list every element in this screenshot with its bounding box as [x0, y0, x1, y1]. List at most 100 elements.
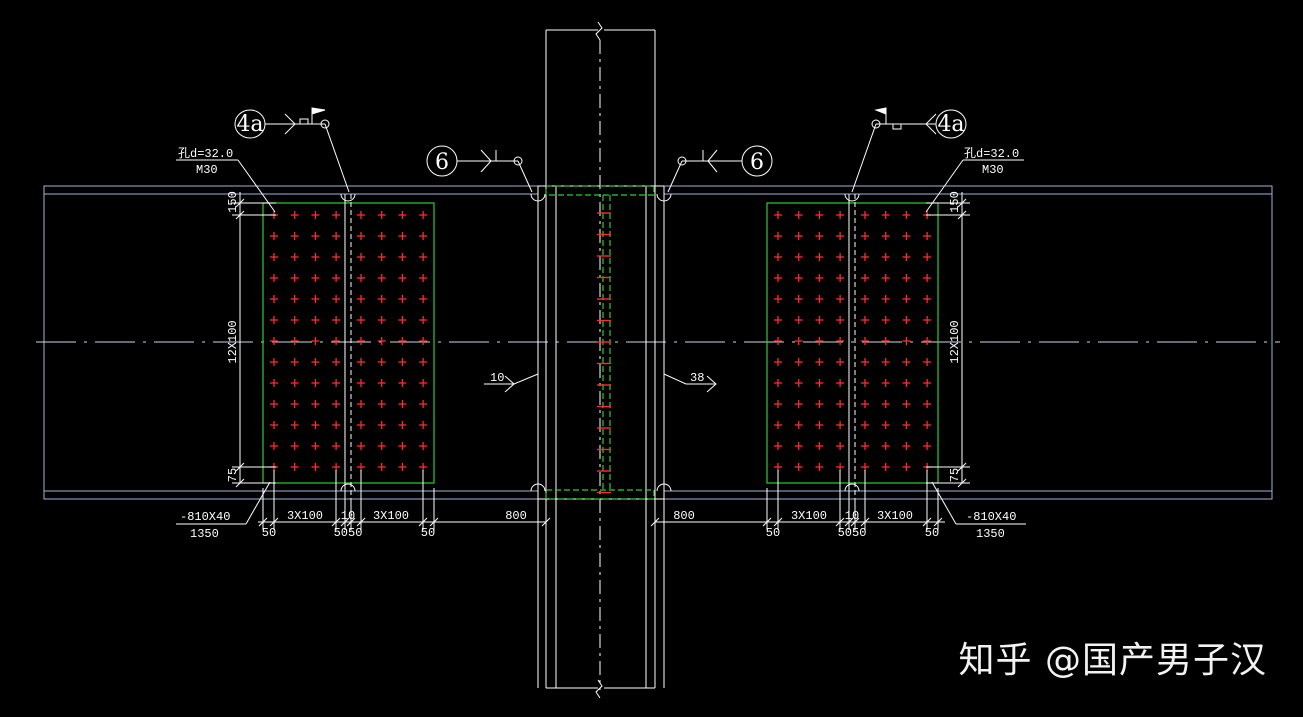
bolt-right-1-2-2 — [902, 253, 911, 261]
bolt-left-1-3-2 — [398, 274, 407, 282]
left-splice-plate — [262, 202, 435, 484]
bolt-right-1-7-3 — [923, 358, 932, 366]
bolt-right-0-4-0 — [774, 295, 782, 303]
bolt-right-0-0-3 — [836, 211, 845, 219]
bolt-left-1-8-1 — [377, 379, 386, 387]
bolt-right-1-11-2 — [902, 442, 911, 450]
bolt-left-0-3-3 — [332, 274, 341, 282]
left-dim-edge-b: 50 — [421, 526, 435, 540]
left-bottom-edge-dim: 75 — [226, 468, 240, 482]
bolt-right-0-3-2 — [815, 274, 824, 282]
bolt-right-1-5-1 — [881, 316, 890, 324]
bolt-right-1-7-1 — [881, 358, 890, 366]
bolt-right-1-3-2 — [902, 274, 911, 282]
bolt-left-0-11-2 — [311, 442, 320, 450]
bolt-left-1-9-1 — [377, 400, 386, 408]
bolt-left-1-12-3 — [419, 463, 428, 471]
bolt-left-0-11-3 — [332, 442, 341, 450]
bolt-right-0-11-0 — [774, 442, 782, 450]
bolt-left-1-2-3 — [419, 253, 428, 261]
bolt-left-1-1-2 — [398, 232, 407, 240]
bolt-right-0-0-2 — [815, 211, 824, 219]
bolt-left-0-1-2 — [311, 232, 320, 240]
bolt-left-0-10-1 — [290, 421, 299, 429]
bolt-left-1-4-1 — [377, 295, 386, 303]
bolt-left-1-5-1 — [377, 316, 386, 324]
bolt-right-1-0-2 — [902, 211, 911, 219]
bolt-left-0-2-1 — [290, 253, 299, 261]
bolt-left-1-0-1 — [377, 211, 386, 219]
bolt-left-0-6-2 — [311, 337, 320, 345]
left-spacing-dim: 12X100 — [226, 320, 240, 363]
bolt-right-1-9-0 — [861, 400, 869, 408]
left-dim-gap: 10 — [341, 509, 355, 523]
weld-access-holes — [340, 193, 860, 492]
bolt-left-0-7-0 — [270, 358, 278, 366]
bolt-right-1-12-1 — [881, 463, 890, 471]
bolt-right-0-8-0 — [774, 379, 782, 387]
bolt-left-0-8-2 — [311, 379, 320, 387]
bolt-right-1-5-3 — [923, 316, 932, 324]
bolt-left-0-10-2 — [311, 421, 320, 429]
bolt-left-1-3-3 — [419, 274, 428, 282]
bolt-left-1-3-0 — [357, 274, 365, 282]
bolt-right-0-3-3 — [836, 274, 845, 282]
bolt-right-1-3-0 — [861, 274, 869, 282]
left-weld-symbol-label: 4a — [236, 112, 263, 137]
bolt-left-1-2-2 — [398, 253, 407, 261]
bolt-right-0-8-1 — [794, 379, 803, 387]
bolt-right-0-5-0 — [774, 316, 782, 324]
bolt-left-1-6-1 — [377, 337, 386, 345]
bolt-right-0-1-2 — [815, 232, 824, 240]
right-splice-plate — [766, 202, 939, 484]
bolt-right-0-9-0 — [774, 400, 782, 408]
bolt-right-1-4-1 — [881, 295, 890, 303]
bolt-right-1-11-1 — [881, 442, 890, 450]
right-dim-edge-a: 50 — [766, 526, 780, 540]
bolt-left-1-5-3 — [419, 316, 428, 324]
left-plate-label: -810X40 — [180, 510, 230, 524]
bolt-left-1-6-0 — [357, 337, 365, 345]
bolt-right-1-6-2 — [902, 337, 911, 345]
right-dim-edge-b: 50 — [925, 526, 939, 540]
bolt-right-0-3-1 — [794, 274, 803, 282]
bolt-left-0-9-3 — [332, 400, 341, 408]
bolt-right-0-11-2 — [815, 442, 824, 450]
bolt-left-0-9-1 — [290, 400, 299, 408]
bolt-right-0-4-3 — [836, 295, 845, 303]
bolt-right-0-1-1 — [794, 232, 803, 240]
bolt-right-0-1-0 — [774, 232, 782, 240]
bolt-groups — [270, 211, 932, 471]
right-annotations — [650, 107, 1026, 530]
bolt-left-1-12-1 — [377, 463, 386, 471]
bolt-right-0-9-1 — [794, 400, 803, 408]
bolt-left-1-2-1 — [377, 253, 386, 261]
bolt-left-0-8-3 — [332, 379, 341, 387]
bolt-right-1-0-1 — [881, 211, 890, 219]
bolt-right-1-0-0 — [861, 211, 869, 219]
web-weld-ticks — [597, 212, 611, 494]
bolt-right-1-11-0 — [861, 442, 869, 450]
bolt-left-0-7-2 — [311, 358, 320, 366]
bolt-left-0-8-1 — [290, 379, 299, 387]
bolt-right-0-12-0 — [774, 463, 782, 471]
right-dim-mid: 5050 — [838, 526, 867, 540]
bolt-left-0-5-1 — [290, 316, 299, 324]
bolt-left-1-0-3 — [419, 211, 428, 219]
bolt-right-0-11-1 — [794, 442, 803, 450]
bolt-right-0-6-0 — [774, 337, 782, 345]
bolt-right-0-5-3 — [836, 316, 845, 324]
bolt-left-0-7-3 — [332, 358, 341, 366]
bolt-left-0-7-1 — [290, 358, 299, 366]
bolt-left-1-11-0 — [357, 442, 365, 450]
bolt-right-1-8-1 — [881, 379, 890, 387]
bolt-left-0-1-0 — [270, 232, 278, 240]
bolt-right-0-2-0 — [774, 253, 782, 261]
bolt-right-1-3-1 — [881, 274, 890, 282]
bolt-right-0-7-0 — [774, 358, 782, 366]
bolt-left-0-6-3 — [332, 337, 341, 345]
bolt-right-0-1-3 — [836, 232, 845, 240]
bolt-left-0-2-2 — [311, 253, 320, 261]
bolt-right-1-6-3 — [923, 337, 932, 345]
bolt-left-1-6-2 — [398, 337, 407, 345]
